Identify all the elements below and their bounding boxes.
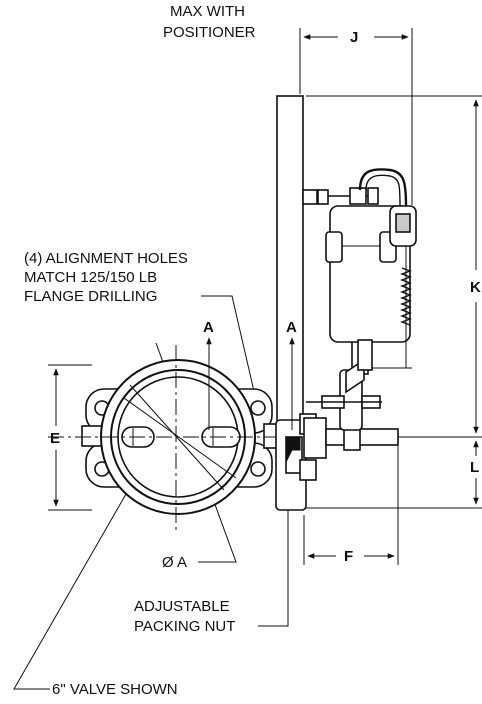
mount-nut-2 (317, 189, 329, 205)
alignment-note-line3: FLANGE DRILLING (24, 288, 157, 305)
packing-leader-line (258, 458, 289, 627)
dimension-e: E (48, 364, 92, 511)
dim-k-label: K (470, 279, 481, 296)
valve-shown-note: 6" VALVE SHOWN (13, 493, 178, 698)
stem-shaft-body (325, 428, 399, 446)
packing-note-line1: ADJUSTABLE (134, 598, 230, 615)
dimension-k: K (306, 95, 482, 438)
air-tubing-outer (358, 168, 408, 207)
section-a-left-label: A (203, 319, 214, 336)
positioner-note-line2: POSITIONER (163, 24, 256, 41)
packing-note-line2: PACKING NUT (134, 618, 235, 635)
air-tubing-inner (365, 174, 401, 207)
alignment-holes-note: (4) ALIGNMENT HOLES MATCH 125/150 LB FLA… (24, 250, 257, 401)
dim-l-label: L (470, 459, 479, 476)
mount-nut-4 (367, 187, 379, 205)
dim-j-label: J (350, 29, 358, 46)
dim-f-label: F (344, 548, 353, 565)
alignment-hole-top-right (250, 400, 266, 416)
alignment-note-line1: (4) ALIGNMENT HOLES (24, 250, 188, 267)
disc-edge-line-a (123, 397, 237, 479)
section-a-right-label: A (286, 319, 297, 336)
packing-nut-note: ADJUSTABLE PACKING NUT (134, 458, 289, 635)
section-a-right: A (286, 319, 297, 430)
stem-coupling (303, 417, 327, 459)
packing-nut-shade (285, 437, 301, 463)
dimension-j: J (299, 28, 413, 205)
positioner-actuator (302, 168, 417, 371)
positioner-gauge (395, 213, 411, 233)
dimension-l: L (306, 440, 482, 509)
dimension-f: F (303, 445, 399, 565)
valve-shown-label: 6" VALVE SHOWN (52, 681, 178, 698)
alignment-leader-line (201, 295, 257, 401)
mount-nut-1 (302, 189, 318, 205)
actuator-side-block-left (325, 231, 343, 263)
section-a-left: A (203, 319, 214, 430)
valve-shown-leader-line (13, 493, 127, 690)
dim-e-label: E (50, 430, 60, 447)
packing-gland-lower (299, 459, 317, 481)
actuator-neck (357, 339, 373, 371)
alignment-hole-bottom-right (250, 461, 266, 477)
packing-nut-assembly (285, 413, 327, 481)
positioner-note: MAX WITH POSITIONER (163, 3, 256, 41)
diameter-a-label: Ø A (162, 554, 187, 571)
alignment-note-line2: MATCH 125/150 LB (24, 269, 157, 286)
positioner-note-line1: MAX WITH (170, 3, 245, 20)
mount-nut-3 (349, 187, 367, 205)
